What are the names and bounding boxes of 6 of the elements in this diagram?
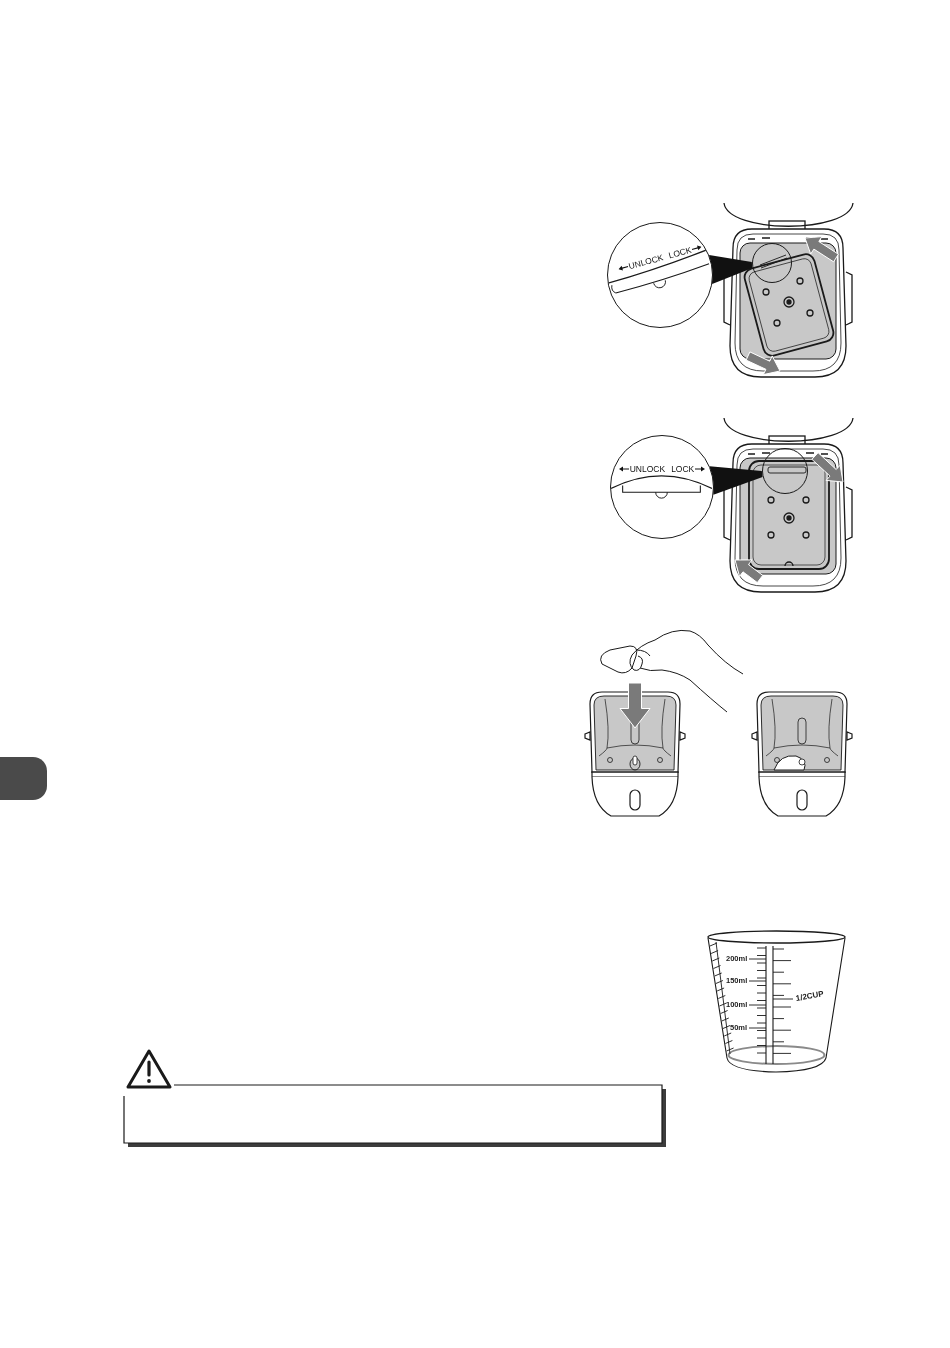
lock-direction-text: LOCK — [667, 245, 693, 260]
callout-wedge — [709, 255, 753, 285]
scale-label: 1/2CUP — [795, 990, 825, 1003]
callout-wedge — [709, 466, 763, 495]
lock-direction-text: LOCK — [671, 464, 695, 474]
lock-direction-text: UNLOCK — [629, 464, 666, 474]
